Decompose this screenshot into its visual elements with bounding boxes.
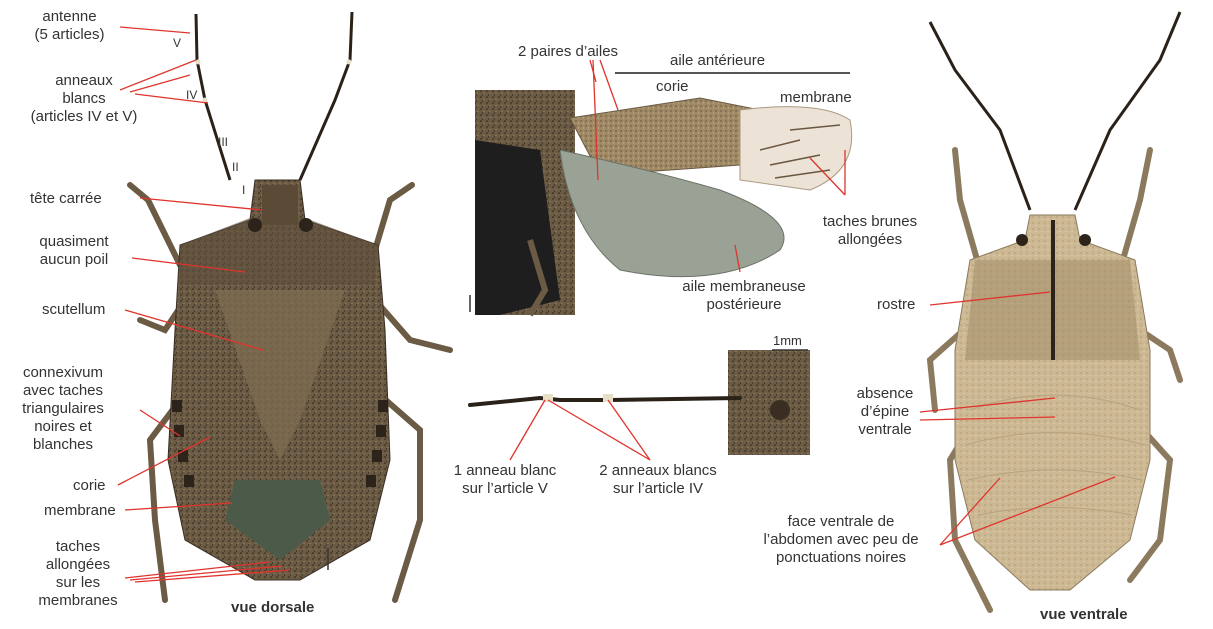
- membrane-label: membrane: [44, 502, 116, 520]
- corie-label: corie: [73, 477, 106, 495]
- two-rings-label: 2 anneaux blancs sur l’article IV: [583, 462, 733, 498]
- spots-line4: membranes: [38, 592, 117, 609]
- conn-line1: connexivum: [23, 364, 103, 381]
- wing-spots-line1: taches brunes: [823, 213, 917, 230]
- spots-line2: allongées: [46, 556, 110, 573]
- hindwing-line2: postérieure: [706, 296, 781, 313]
- spots-line1: taches: [56, 538, 100, 555]
- rings-label: anneaux blancs (articles IV et V): [4, 72, 164, 126]
- hindwing-label: aile membraneuse postérieure: [675, 278, 813, 314]
- forewing-label: aile antérieure: [670, 52, 765, 70]
- spine-line1: absence: [857, 385, 914, 402]
- spots-line3: sur les: [56, 574, 100, 591]
- hair-line1: quasiment: [39, 233, 108, 250]
- face-line1: face ventrale de: [788, 513, 895, 530]
- face-line2: l’abdomen avec peu de: [763, 531, 918, 548]
- rings-line1: anneaux: [55, 72, 113, 89]
- conn-line5: blanches: [33, 436, 93, 453]
- segment-v-label: V: [173, 36, 181, 50]
- spine-line2: d’épine: [861, 403, 909, 420]
- one-ring-line1: 1 anneau blanc: [454, 462, 557, 479]
- segment-iv-label: IV: [186, 88, 197, 102]
- scutellum-label: scutellum: [42, 301, 105, 319]
- spine-label: absence d’épine ventrale: [850, 385, 920, 439]
- wing-membrane-label: membrane: [780, 89, 852, 107]
- rings-line3: (articles IV et V): [31, 108, 138, 125]
- conn-line2: avec taches: [23, 382, 103, 399]
- face-line3: ponctuations noires: [776, 549, 906, 566]
- wing-spots-line2: allongées: [838, 231, 902, 248]
- ventral-caption: vue ventrale: [1040, 606, 1128, 624]
- ventral-face-label: face ventrale de l’abdomen avec peu de p…: [750, 513, 932, 567]
- head-label: tête carrée: [30, 190, 102, 208]
- scale-label: 1mm: [773, 332, 802, 350]
- antenna-text: antenne: [42, 8, 96, 25]
- one-ring-line2: sur l’article V: [462, 480, 548, 497]
- segment-iii-label: III: [218, 135, 228, 149]
- spots-label: taches allongées sur les membranes: [30, 538, 126, 610]
- wing-corie-label: corie: [656, 78, 689, 96]
- hair-line2: aucun poil: [40, 251, 108, 268]
- connexivum-label: connexivum avec taches triangulaires noi…: [6, 364, 120, 454]
- two-rings-line1: 2 anneaux blancs: [599, 462, 717, 479]
- ventral-bug-drawing: [930, 12, 1180, 610]
- conn-line4: noires et: [34, 418, 92, 435]
- hindwing-line1: aile membraneuse: [682, 278, 805, 295]
- antenna-detail-drawing: [470, 350, 810, 455]
- spine-line3: ventrale: [858, 421, 911, 438]
- wing-spots-label: taches brunes allongées: [810, 213, 930, 249]
- antenna-label: antenne (5 articles): [22, 8, 117, 44]
- rings-line2: blancs: [62, 90, 105, 107]
- antenna-sub: (5 articles): [34, 26, 104, 43]
- dorsal-bug-drawing: [130, 12, 450, 600]
- rostrum-label: rostre: [877, 296, 915, 314]
- wing-pairs-label: 2 paires d’ailes: [518, 43, 618, 61]
- dorsal-caption: vue dorsale: [231, 599, 314, 617]
- conn-line3: triangulaires: [22, 400, 104, 417]
- two-rings-line2: sur l’article IV: [613, 480, 703, 497]
- segment-i-label: I: [242, 183, 245, 197]
- segment-ii-label: II: [232, 160, 239, 174]
- one-ring-label: 1 anneau blanc sur l’article V: [440, 462, 570, 498]
- hair-label: quasiment aucun poil: [20, 233, 128, 269]
